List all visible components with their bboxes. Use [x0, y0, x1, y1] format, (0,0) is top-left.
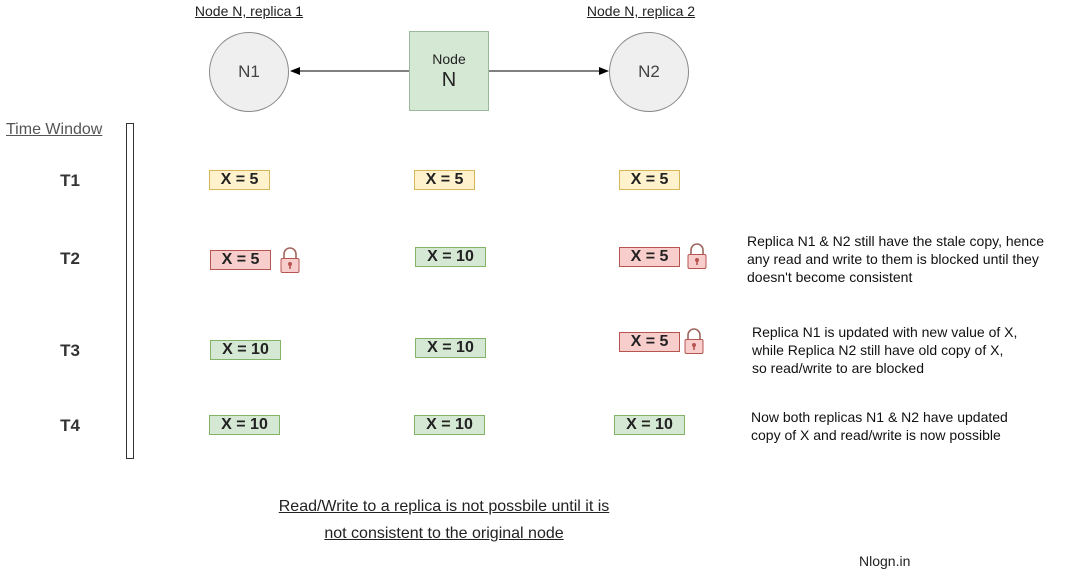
time-window-label: Time Window — [6, 121, 103, 138]
value-box-n-t2: X = 10 — [415, 247, 486, 267]
replica-n2-node: N2 — [609, 32, 689, 112]
note-t4: Now both replicas N1 & N2 have updated c… — [751, 408, 1008, 444]
note-t2: Replica N1 & N2 still have the stale cop… — [747, 232, 1044, 286]
value-box-n1-t3: X = 10 — [210, 340, 281, 360]
main-node: Node N — [409, 31, 489, 111]
value-box-n2-t3: X = 5 — [619, 332, 680, 352]
note-line: any read and write to them is blocked un… — [747, 251, 1039, 267]
main-node-line1: Node — [432, 50, 466, 67]
replica1-label: Node N, replica 1 — [194, 3, 304, 19]
note-line: Now both replicas N1 & N2 have updated — [751, 409, 1008, 425]
note-line: while Replica N2 still have old copy of … — [752, 342, 1004, 358]
value-box-n-t4: X = 10 — [414, 415, 485, 435]
value-box-n-t3: X = 10 — [415, 338, 486, 358]
main-node-line2: N — [441, 68, 457, 91]
caption-line-1: Read/Write to a replica is not possbile … — [278, 498, 610, 515]
time-label-t4: T4 — [60, 416, 80, 435]
lock-icon — [687, 243, 707, 269]
value-box-n1-t2: X = 5 — [210, 250, 271, 270]
note-line: Replica N1 & N2 still have the stale cop… — [747, 233, 1045, 249]
value-box-n1-t1: X = 5 — [209, 170, 270, 190]
replication-arrows — [290, 67, 609, 75]
caption-line-2: not consistent to the original node — [324, 525, 564, 542]
replica-n1-label: N1 — [238, 62, 260, 81]
brand-label: Nlogn.in — [859, 553, 911, 569]
note-line: copy of X and read/write is now possible — [751, 427, 1001, 443]
value-box-n2-t2: X = 5 — [619, 247, 680, 267]
value-box-n1-t4: X = 10 — [209, 415, 280, 435]
time-window-bar — [126, 123, 134, 459]
time-label-t3: T3 — [60, 341, 80, 360]
lock-icon — [684, 328, 704, 354]
lock-icon — [280, 247, 300, 273]
replica-n2-label: N2 — [638, 62, 660, 81]
value-box-n2-t1: X = 5 — [619, 170, 680, 190]
time-label-t1: T1 — [60, 171, 80, 190]
replica2-label: Node N, replica 2 — [586, 3, 696, 19]
note-line: so read/write to are blocked — [752, 360, 924, 376]
value-box-n2-t4: X = 10 — [614, 415, 685, 435]
note-t3: Replica N1 is updated with new value of … — [752, 323, 1017, 377]
note-line: Replica N1 is updated with new value of … — [752, 324, 1018, 340]
value-box-n-t1: X = 5 — [414, 170, 475, 190]
replica-n1-node: N1 — [209, 32, 289, 112]
time-label-t2: T2 — [60, 249, 80, 268]
note-line: doesn't become consistent — [747, 269, 913, 285]
